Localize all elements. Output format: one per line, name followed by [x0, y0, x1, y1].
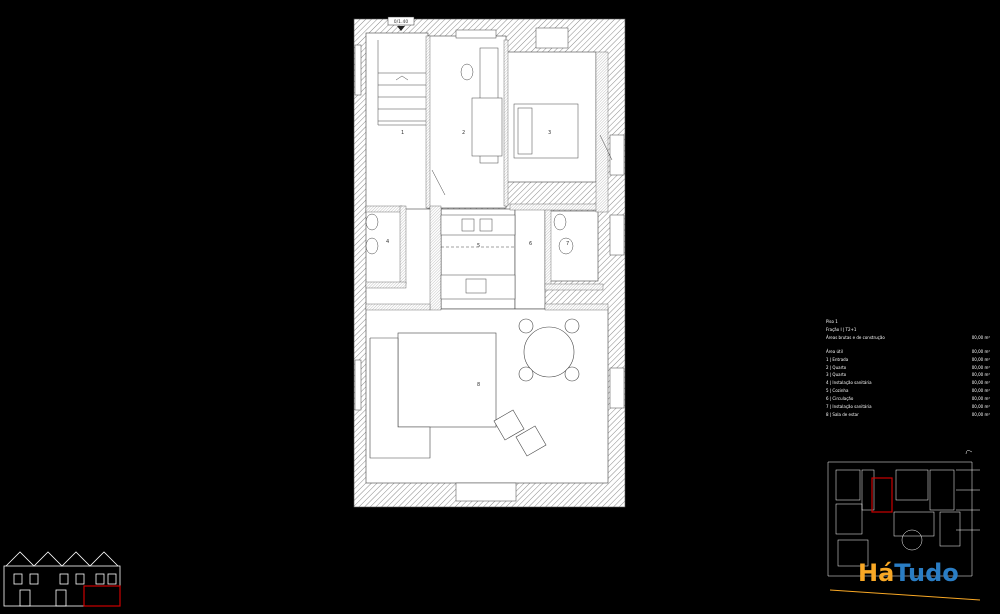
legend-row-value: 00,00 m²: [971, 404, 990, 410]
level-marker: 0/1.40: [387, 16, 415, 31]
dining-table: [523, 326, 575, 378]
legend-row-label: 5 | Cozinha: [826, 388, 849, 394]
legend-row: 7 | Instalação sanitária 00,00 m²: [826, 403, 990, 411]
legend-row: 8 | Sala de estar 00,00 m²: [826, 411, 990, 419]
legend-unit: Fração I | T2+1: [826, 326, 857, 332]
legend-row: 1 | Entrada 00,00 m²: [826, 356, 990, 364]
floor-plan: 0/1.40: [353, 16, 626, 508]
staircase: [377, 40, 426, 126]
bathroom-fixtures: [365, 213, 574, 255]
legend-row-label: 1 | Entrada: [826, 356, 849, 362]
level-label: 0/1.40: [394, 19, 409, 25]
interior-walls: [365, 35, 609, 311]
legend-row-value: 00,00 m²: [971, 388, 990, 394]
rug: [397, 332, 497, 428]
room-label-3: 3: [548, 130, 551, 136]
legend-row-label: 8 | Sala de estar: [826, 411, 859, 417]
location-minimap: [827, 450, 981, 601]
logo-part-tudo: Tudo: [894, 559, 959, 587]
legend-row: 3 | Quarto 00,00 m²: [826, 371, 990, 379]
legend-row-value: 00,00 m²: [971, 396, 990, 402]
legend-row: 4 | Instalação sanitária 00,00 m²: [826, 379, 990, 387]
room-1-entrance: [365, 32, 429, 214]
legend-row-label: 7 | Instalação sanitária: [826, 404, 872, 410]
legend-row-label: 3 | Quarto: [826, 372, 847, 378]
legend-row: 6 | Circulação 00,00 m²: [826, 395, 990, 403]
legend-row-label: 4 | Instalação sanitária: [826, 380, 872, 386]
legend-row: 5 | Cozinha 00,00 m²: [826, 387, 990, 395]
legend-gross-area: Áreas brutas e de construção 00,00 m²: [826, 334, 990, 340]
living-room-furniture: [369, 318, 580, 459]
legend-row-value: 00,00 m²: [971, 411, 990, 417]
room-label-7: 7: [566, 241, 569, 247]
minimap-highlight: [871, 477, 893, 513]
legend-row-label: 2 | Quarto: [826, 364, 847, 370]
legend-row-value: 00,00 m²: [971, 364, 990, 370]
room-6-hallway: [514, 208, 546, 310]
elevation-thumbnail: [3, 551, 121, 607]
legend-row-value: 00,00 m²: [971, 372, 990, 378]
room-label-5: 5: [477, 243, 480, 249]
windows: [354, 27, 625, 502]
room-label-6: 6: [529, 241, 532, 247]
legend-row-value: 00,00 m²: [971, 380, 990, 386]
room-label-1: 1: [401, 130, 404, 136]
room-3-bed: [513, 103, 613, 161]
legend-row-label: Área útil: [826, 348, 843, 354]
room-label-2: 2: [462, 130, 465, 136]
legend-row: 2 | Quarto 00,00 m²: [826, 364, 990, 372]
legend-row-label: 6 | Circulação: [826, 396, 854, 402]
room-2-furniture: [431, 47, 503, 196]
kitchen-fixtures: [440, 214, 516, 300]
legend-row: Área útil 00,00 m²: [826, 348, 990, 356]
legend-row-value: 00,00 m²: [971, 348, 990, 354]
room-labels: 1 2 3 4 5 6 7 8: [386, 130, 569, 388]
elevation-highlight: [83, 585, 121, 607]
room-label-8: 8: [477, 382, 480, 388]
legend-row-value: 00,00 m²: [971, 356, 990, 362]
logo-part-ha: Há: [858, 559, 895, 587]
area-legend: Piso 1 Fração I | T2+1 Áreas brutas e de…: [826, 318, 990, 419]
room-label-4: 4: [386, 239, 389, 245]
legend-floor: Piso 1: [826, 319, 838, 324]
hatudo-logo: HáTudo: [858, 556, 988, 590]
